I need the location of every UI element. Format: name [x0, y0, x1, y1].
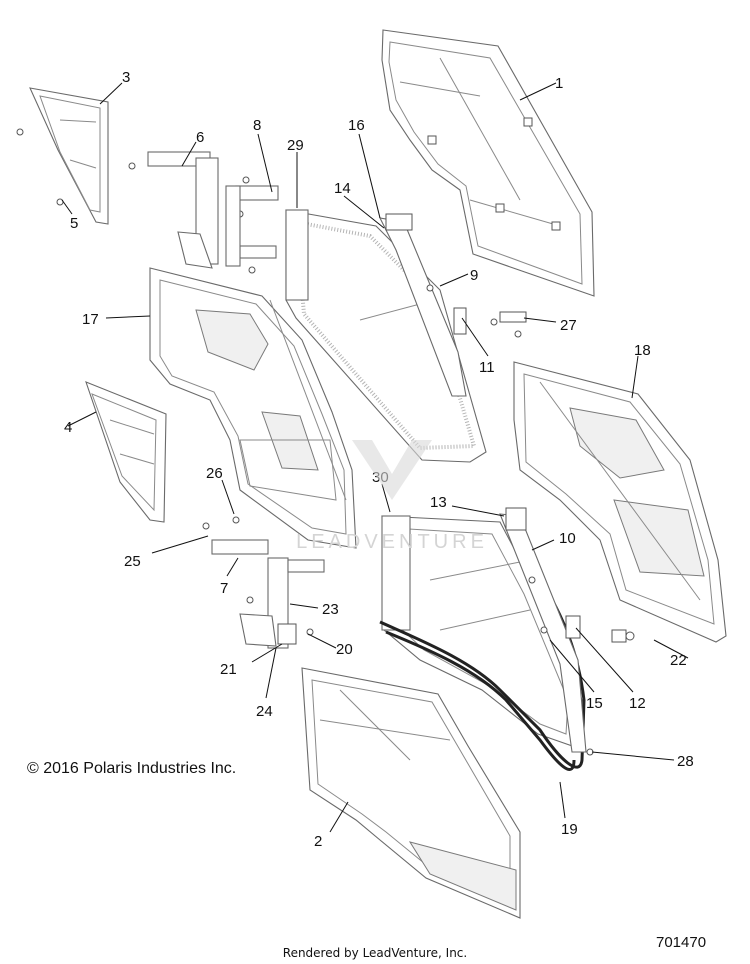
copyright-notice: © 2016 Polaris Industries Inc.: [27, 760, 237, 777]
part-2-lower-door-panel: [301, 667, 521, 919]
callout-15: 15: [586, 695, 603, 712]
part-10-latch-bar: [499, 507, 587, 753]
callout-5: 5: [70, 215, 78, 232]
leadventure-watermark: LEADVENTURE: [296, 440, 488, 553]
callout-10: 10: [559, 530, 576, 547]
part-7-lower-hinge: [211, 539, 325, 649]
part-9-seal-strip: [379, 213, 467, 397]
callout-20: 20: [336, 641, 353, 658]
callout-labels: 1 2 3 4 5 6 7 8 9 10 11 12 13 14 15 16 1…: [64, 69, 694, 850]
callout-23: 23: [322, 601, 339, 618]
part-30-lower-door-frame: [381, 515, 583, 749]
callout-19: 19: [561, 821, 578, 838]
part-3-upper-left-panel: [16, 87, 109, 225]
part-8-hinge-plate: [225, 185, 279, 304]
callout-12: 12: [629, 695, 646, 712]
callout-26: 26: [206, 465, 223, 482]
part-4-lower-left-panel: [85, 381, 240, 530]
leader-lines: [61, 82, 689, 833]
callout-1: 1: [555, 75, 563, 92]
part-18-right-inner-panel: [513, 361, 727, 643]
callout-11: 11: [479, 359, 495, 376]
callout-21: 21: [220, 661, 237, 678]
part-27-bracket: [490, 311, 527, 338]
callout-2: 2: [314, 833, 322, 850]
callout-28: 28: [677, 753, 694, 770]
callout-17: 17: [82, 311, 99, 328]
rendered-by-footer: Rendered by LeadVenture, Inc.: [282, 946, 468, 960]
callout-16: 16: [348, 117, 365, 134]
callout-27: 27: [560, 317, 577, 334]
callout-7: 7: [220, 580, 228, 597]
callout-13: 13: [430, 494, 447, 511]
drawing-number: 701470: [656, 934, 707, 951]
callout-4: 4: [64, 419, 72, 436]
callout-18: 18: [634, 342, 651, 359]
part-17-left-inner-panel: [149, 267, 357, 549]
callout-29: 29: [287, 137, 304, 154]
callout-24: 24: [256, 703, 273, 720]
callout-22: 22: [670, 652, 687, 669]
callout-6: 6: [196, 129, 204, 146]
callout-14: 14: [334, 180, 351, 197]
watermark-text: LEADVENTURE: [296, 531, 488, 553]
callout-25: 25: [124, 553, 141, 570]
part-1-upper-door-panel: [381, 29, 595, 297]
callout-8: 8: [253, 117, 261, 134]
callout-9: 9: [470, 267, 478, 284]
callout-3: 3: [122, 69, 130, 86]
